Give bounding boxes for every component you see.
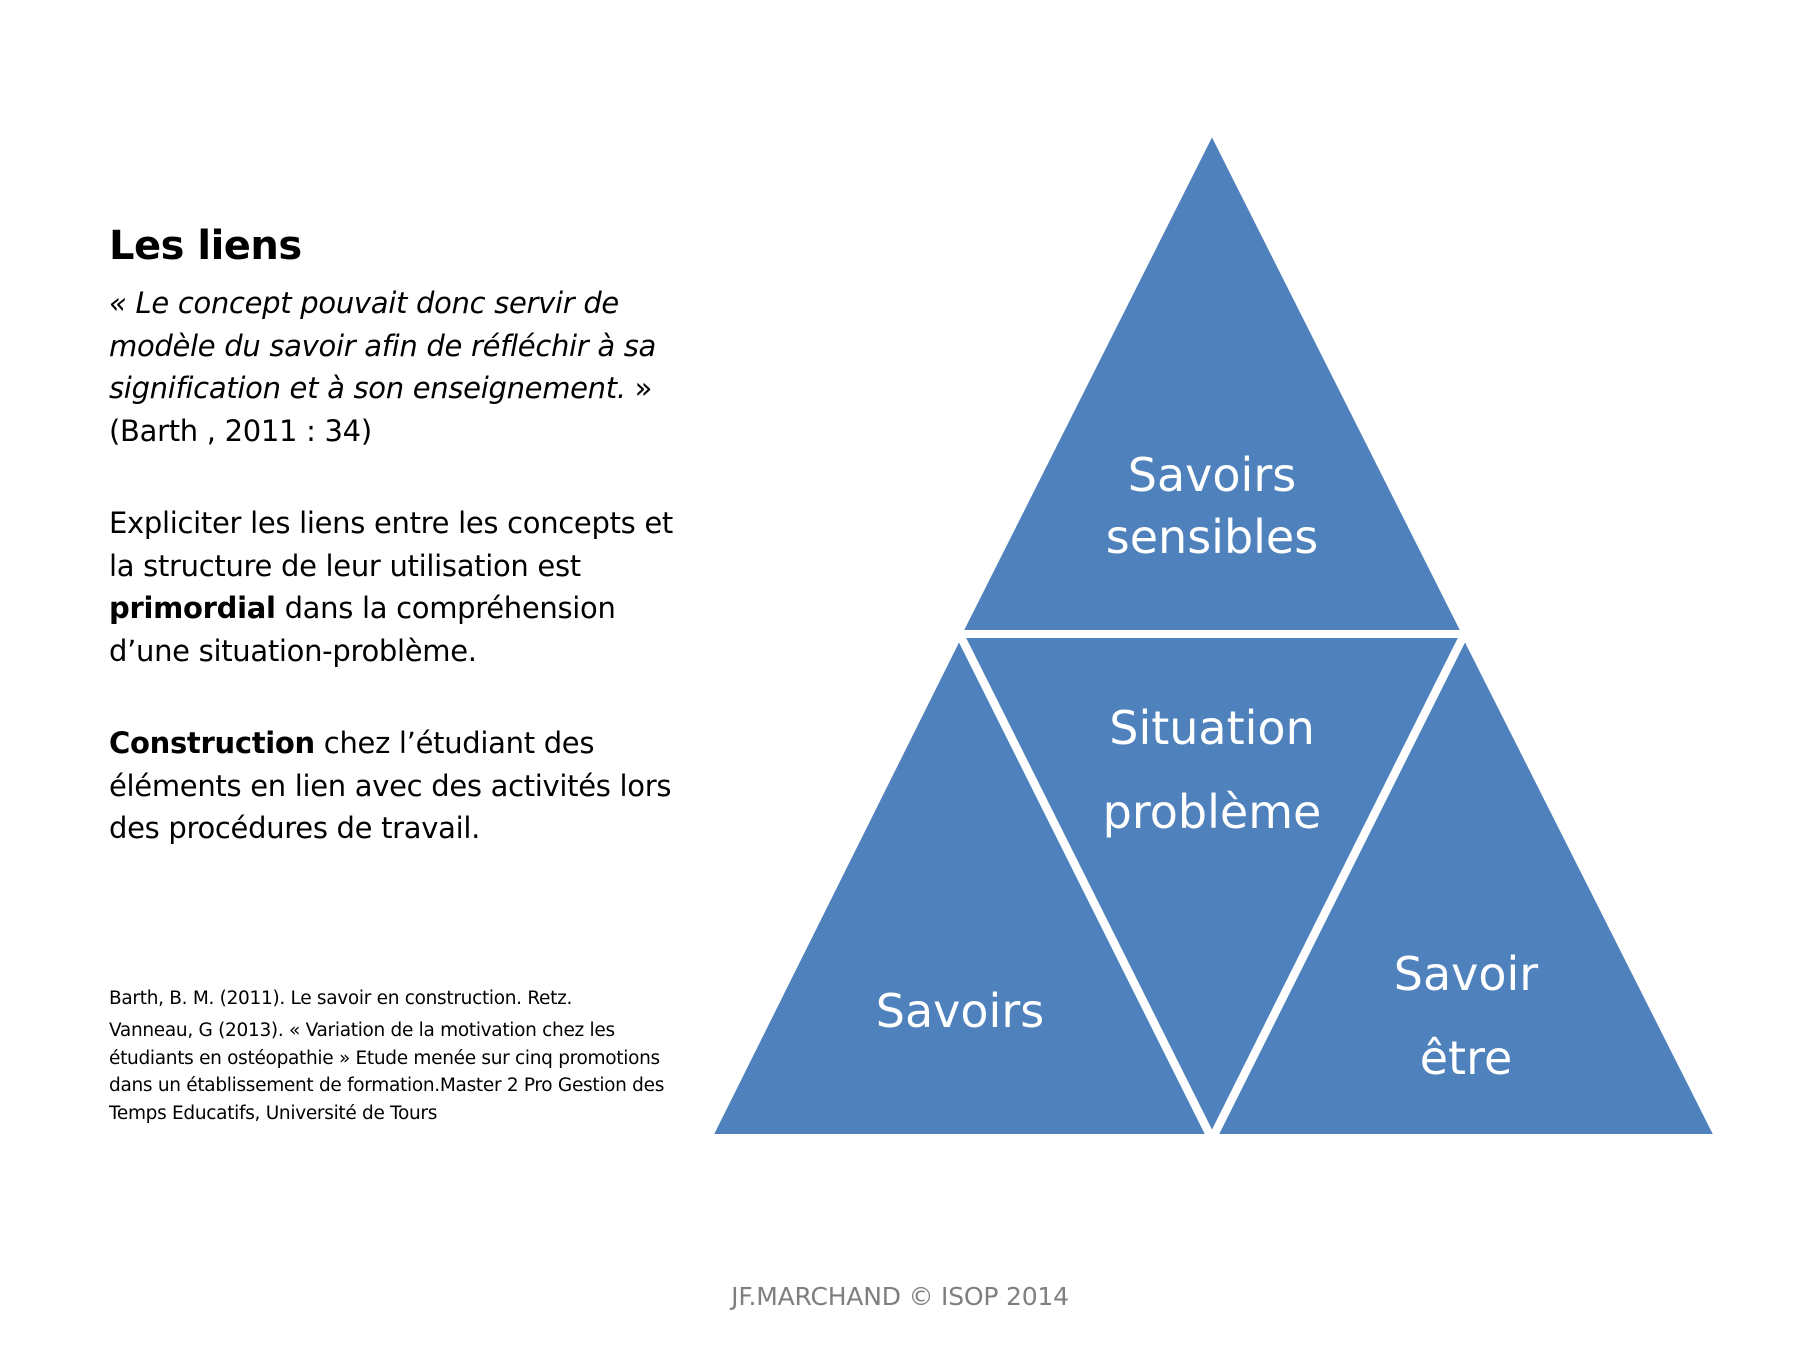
triangle-left (707, 633, 1212, 1138)
label-right-line2: être (1419, 1031, 1513, 1085)
label-center-line2: problème (1102, 785, 1322, 839)
footer-copyright: JF.MARCHAND © ISOP 2014 (731, 1282, 1069, 1311)
construction-text: chez l’étudiant des éléments en lien ave… (109, 726, 672, 845)
quote-close: » (625, 371, 653, 405)
triangle-center (959, 634, 1465, 1139)
triangle-top (957, 128, 1467, 634)
label-savoirs-sensibles: Savoirs sensibles (1106, 444, 1318, 568)
explain-text-2: dans la compréhension d’une situation-pr… (109, 591, 616, 668)
label-top-line1: Savoirs (1127, 448, 1297, 502)
explain-paragraph: Expliciter les liens entre les concepts … (109, 502, 689, 672)
triangle-right (1212, 633, 1720, 1138)
text-column: Les liens « Le concept pouvait donc serv… (109, 218, 689, 850)
quote-text: « Le concept pouvait donc servir de modè… (109, 286, 657, 405)
slide-title: Les liens (109, 223, 302, 269)
label-right-line1: Savoir (1393, 947, 1539, 1001)
label-center-line1: Situation (1109, 701, 1315, 755)
explain-bold: primordial (109, 591, 276, 625)
references: Barth, B. M. (2011). Le savoir en constr… (109, 985, 669, 1127)
explain-text-1: Expliciter les liens entre les concepts … (109, 506, 673, 583)
quote-paragraph: « Le concept pouvait donc servir de modè… (109, 282, 689, 452)
label-savoirs: Savoirs (875, 984, 1045, 1038)
quote-citation: (Barth , 2011 : 34) (109, 413, 372, 448)
label-situation-probleme: Situation problème (1103, 686, 1322, 854)
label-savoir-etre: Savoir être (1394, 932, 1538, 1100)
reference-vanneau: Vanneau, G (2013). « Variation de la mot… (109, 1020, 665, 1124)
label-top-line2: sensibles (1105, 510, 1319, 564)
construction-paragraph: Construction chez l’étudiant des élément… (109, 722, 689, 850)
construction-bold: Construction (109, 726, 315, 760)
reference-barth: Barth, B. M. (2011). Le savoir en constr… (109, 988, 573, 1009)
